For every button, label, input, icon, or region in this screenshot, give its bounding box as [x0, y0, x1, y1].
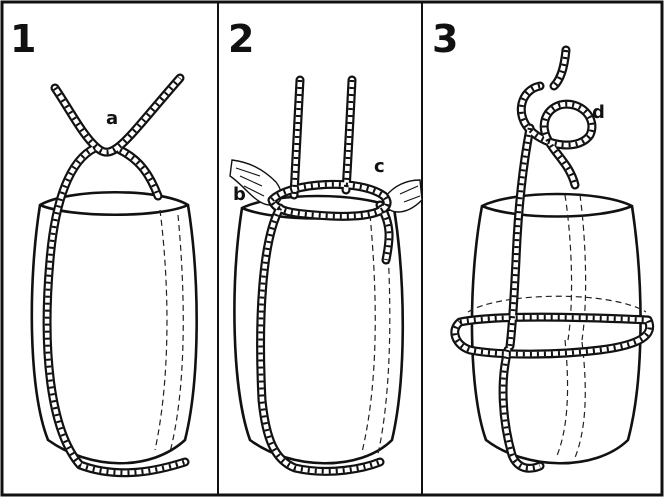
panel-number: 3 [432, 17, 458, 61]
panel-number: 2 [228, 17, 254, 61]
panel-number: 1 [10, 17, 36, 61]
callout-label: c [374, 156, 385, 177]
callout-label: a [106, 108, 118, 129]
callout-label: b [233, 184, 246, 205]
barrel [472, 194, 641, 463]
callout-label: d [592, 102, 605, 123]
